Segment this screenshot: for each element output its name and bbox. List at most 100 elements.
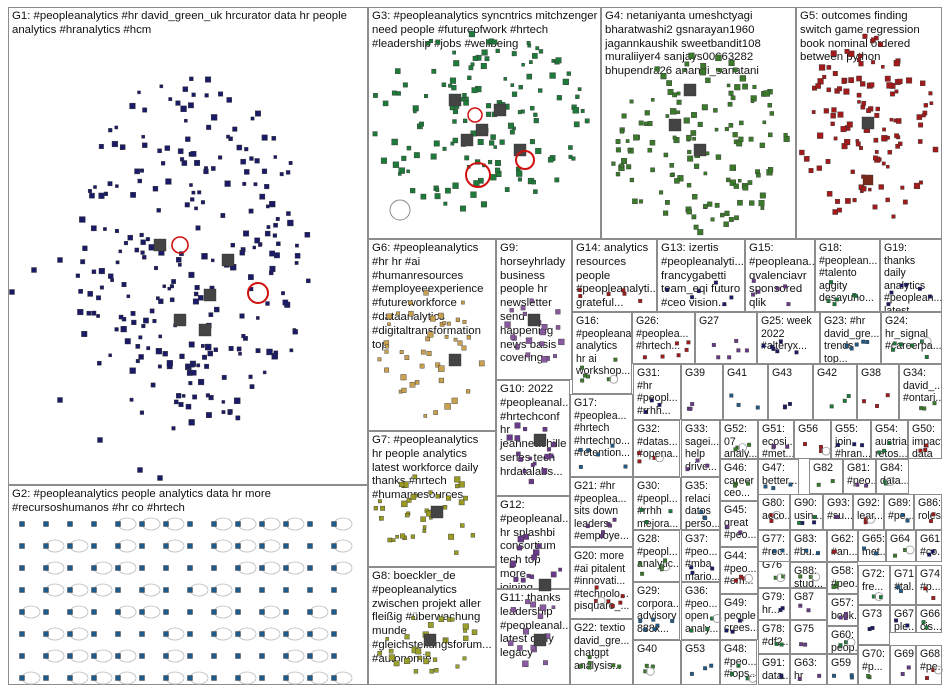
group-box-g32: G32: #datas... #opena...: [633, 420, 680, 477]
group-label: G80: acco...: [762, 497, 790, 522]
group-label: G10: 2022 #peopleanal... #hrtechconf hr …: [500, 383, 570, 478]
group-label: G89: #pe...: [888, 497, 914, 522]
group-box-g18: G18: #peoplean... #talento aggity desayu…: [815, 239, 880, 312]
group-box-g35: G35: relaci datos perso...: [681, 477, 720, 530]
group-box-g50: G50: impact data: [908, 420, 942, 459]
group-label: G31: #hr #peopl... #rrhh...: [637, 367, 678, 417]
group-box-g89: G89: #pe...: [884, 494, 914, 530]
group-box-g8: G8: boeckler_de #peopleanalytics zwische…: [368, 567, 496, 685]
group-label: G78: #df2...: [762, 623, 790, 648]
group-label: G82: [813, 462, 834, 474]
group-box-g68: G68: #pe...: [916, 645, 942, 685]
group-box-g63: G63: hr: [790, 654, 827, 685]
group-label: G8: boeckler_de #peopleanalytics zwische…: [372, 570, 492, 665]
group-box-g52: G52: 07 analy...: [720, 420, 758, 459]
group-label: G92: lear...: [857, 497, 883, 522]
group-label: G62: #an...: [831, 533, 858, 558]
group-label: G49: people crees...: [724, 597, 758, 635]
group-box-g55: G55: join #hran...: [831, 420, 871, 459]
group-label: G4: netaniyanta umeshctyagi bharatwashi2…: [605, 10, 761, 78]
group-box-g39: G39: [681, 364, 723, 420]
group-label: G37: #peo... #mba mario...: [685, 533, 720, 582]
group-label: G91: data...: [762, 657, 790, 682]
group-label: G9: horseyhrlady business people hr news…: [500, 242, 566, 365]
group-label: G84: data...: [880, 462, 909, 487]
group-label: G6: #peopleanalytics #hr hr #ai #humanre…: [372, 242, 484, 351]
group-label: G75: [794, 623, 815, 635]
group-box-g10: G10: 2022 #peopleanal... #hrtechconf hr …: [496, 380, 570, 496]
group-label: G67: ple...: [894, 608, 916, 633]
group-label: G27: [699, 315, 720, 327]
group-label: G70: #p...: [862, 648, 885, 673]
group-box-g57: G57: book...: [827, 594, 858, 626]
group-label: G46: career ceo...: [724, 462, 755, 500]
group-label: G68: #pe...: [920, 648, 942, 673]
group-box-g3: G3: #peopleanalytics syncntrics mitchzen…: [368, 7, 601, 239]
group-label: G69: [894, 648, 915, 660]
group-label: G71: #tal...: [894, 568, 916, 593]
group-label: G65: met...: [862, 533, 886, 558]
group-label: G64: [890, 533, 911, 545]
group-label: G35: relaci datos perso...: [685, 480, 720, 530]
group-box-g44: G44: #peo... #em...: [720, 547, 758, 594]
group-label: G16: #peopleana... analytics hr ai works…: [576, 315, 632, 378]
group-box-g48: G48: #peo... #iops...: [720, 640, 757, 685]
group-label: G66: cis...: [920, 608, 942, 633]
group-label: G53: [685, 643, 706, 655]
group-label: G20: more #ai pitalent #innovati... #tec…: [574, 550, 630, 613]
group-label: G5: outcomes finding switch game regress…: [800, 10, 920, 64]
group-box-g79: G79: hr...: [758, 588, 790, 620]
group-label: G63: hr: [794, 657, 817, 682]
group-label: G3: #peopleanalytics syncntrics mitchzen…: [372, 10, 598, 50]
group-label: G41: [727, 367, 748, 379]
group-box-g11: G11: thanks leadership #peopleanal... la…: [496, 589, 570, 685]
group-box-g82: G82: [809, 459, 843, 494]
group-label: G14: analytics resources people #peoplea…: [576, 242, 657, 310]
group-box-g77: G77: #rec...: [758, 530, 790, 562]
group-label: G72: fre...: [862, 568, 885, 593]
group-label: G93: #su...: [827, 497, 853, 522]
group-label: G28: #peopl... analytic...: [637, 533, 680, 571]
group-label: G59: [831, 657, 852, 669]
group-box-g17: G17: #peoplea... #hrtech #hrtechno... #r…: [570, 394, 633, 477]
group-box-g37: G37: #peo... #mba mario...: [681, 530, 720, 582]
group-label: G45: great #peo...: [724, 504, 757, 542]
group-label: G32: #datas... #opena...: [637, 423, 680, 461]
group-box-g92: G92: lear...: [853, 494, 884, 530]
group-label: G19: thanks daily analytics #peoplean...…: [884, 242, 942, 312]
group-box-g83: G83: #bu...: [790, 530, 827, 562]
group-box-g72: G72: fre...: [858, 565, 890, 605]
group-label: G50: impact data: [912, 423, 942, 459]
group-box-g67: G67: ple...: [890, 605, 916, 633]
group-box-g23: G23: #hr david_gre... trends top...: [820, 312, 881, 364]
group-label: G73: [862, 608, 883, 620]
group-label: G17: #peoplea... #hrtech #hrtechno... #r…: [574, 397, 630, 460]
group-box-g16: G16: #peopleana... analytics hr ai works…: [572, 312, 632, 394]
group-box-g93: G93: #su...: [823, 494, 853, 530]
group-label: G15: #peopleana... qvalenciavr sponsored…: [749, 242, 815, 311]
group-box-g6: G6: #peopleanalytics #hr hr #ai #humanre…: [368, 239, 496, 431]
group-label: G86: roles: [918, 497, 941, 522]
group-label: G2: #peopleanalytics people analytics da…: [12, 488, 271, 514]
group-box-g43: G43: [768, 364, 813, 420]
group-label: G7: #peopleanalytics hr people analytics…: [372, 434, 479, 502]
group-box-g81: G81: #peo...: [843, 459, 876, 494]
group-label: G52: 07 analy...: [724, 423, 758, 459]
group-label: G18: #peoplean... #talento aggity desayu…: [819, 242, 878, 305]
group-label: G48: #peo... #iops...: [724, 643, 757, 681]
group-box-g86: G86: roles: [914, 494, 942, 530]
group-box-g5: G5: outcomes finding switch game regress…: [796, 7, 942, 239]
group-label: G13: izertis #peopleanalyti... francygab…: [661, 242, 744, 310]
group-label: G54: austria retos...: [875, 423, 908, 459]
group-box-g62: G62: #an...: [827, 530, 858, 562]
group-box-g38: G38: [857, 364, 899, 420]
group-label: G30: #peopl... #rrhh mejora...: [637, 480, 679, 530]
group-box-g71: G71: #tal...: [890, 565, 916, 605]
group-box-g70: G70: #p...: [858, 645, 890, 685]
group-box-g46: G46: career ceo...: [720, 459, 758, 501]
group-box-g69: G69: [890, 645, 916, 685]
group-box-g33: G33: sagei... help drive...: [681, 420, 720, 477]
group-box-g66: G66: cis...: [916, 605, 942, 633]
group-box-g41: G41: [723, 364, 768, 420]
group-label: G36: #peo... open analy...: [685, 585, 719, 635]
